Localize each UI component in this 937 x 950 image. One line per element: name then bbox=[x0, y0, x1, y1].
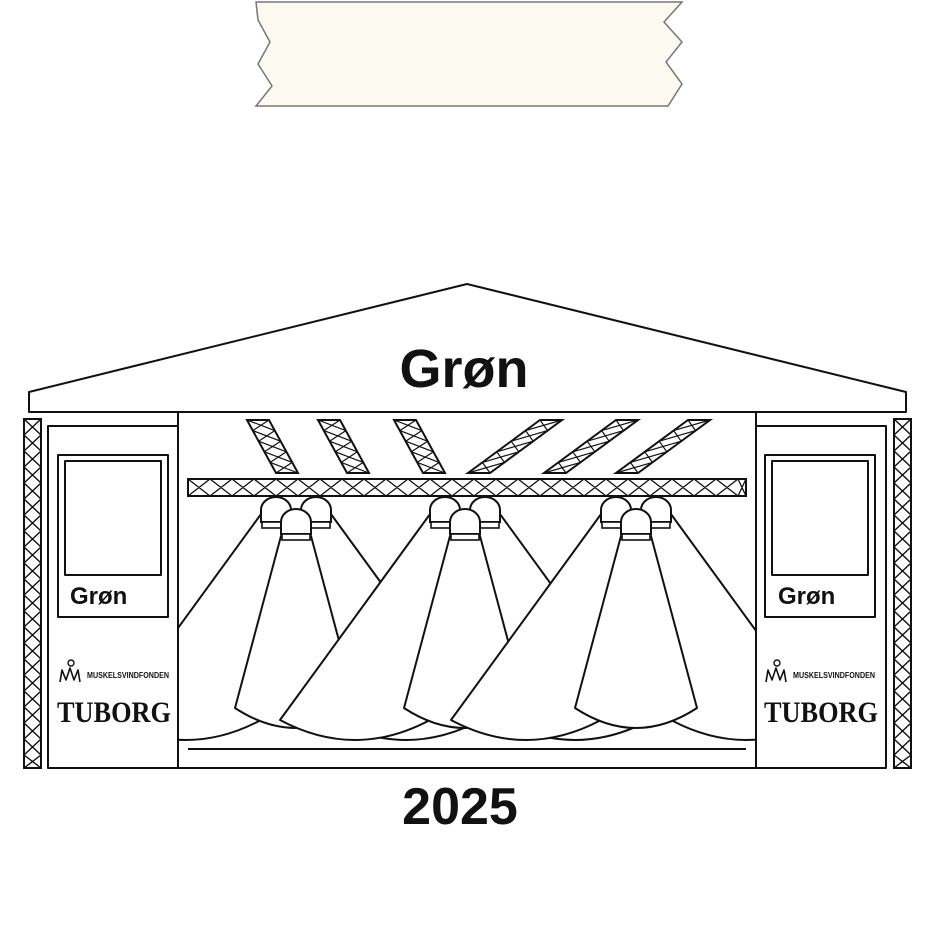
year-label: 2025 bbox=[402, 778, 518, 836]
stage-light-icon bbox=[280, 508, 312, 535]
truss-diagonal-bracing bbox=[317, 419, 370, 474]
right-lattice-tower bbox=[893, 418, 912, 769]
light-lens bbox=[621, 533, 651, 541]
stage-roof bbox=[28, 283, 907, 413]
right-sponsor-big: TUBORG bbox=[764, 696, 878, 729]
truss-diagonal-bracing bbox=[543, 419, 639, 474]
right-tower: Grøn MUSKELSVINDFONDEN TUBORG bbox=[755, 425, 887, 769]
stage-lights bbox=[110, 496, 822, 741]
stage-light-icon bbox=[449, 508, 481, 535]
truss-bracing bbox=[187, 478, 747, 497]
left-screen bbox=[64, 460, 162, 576]
lattice-bracing bbox=[23, 418, 42, 769]
left-screen-label: Grøn bbox=[70, 583, 127, 610]
truss-diagonal-bracing bbox=[393, 419, 446, 474]
right-screen bbox=[771, 460, 869, 576]
left-lattice-tower bbox=[23, 418, 42, 769]
truss-frame bbox=[187, 478, 747, 497]
right-sponsor-small: MUSKELSVINDFONDEN bbox=[793, 670, 875, 680]
light-beam-center bbox=[574, 535, 698, 729]
muskelsvindfonden-logo-icon bbox=[59, 659, 81, 683]
right-screen-label: Grøn bbox=[778, 583, 835, 610]
truss-diagonal-bracing bbox=[467, 419, 563, 474]
lattice-frame bbox=[893, 418, 912, 769]
light-lens bbox=[281, 533, 311, 541]
roof-title: Grøn bbox=[400, 339, 529, 399]
truss-diagonal-bracing bbox=[246, 419, 299, 474]
left-tower: Grøn MUSKELSVINDFONDEN TUBORG bbox=[47, 425, 179, 769]
truss-diagonal-bracing bbox=[615, 419, 711, 474]
lattice-frame bbox=[23, 418, 42, 769]
left-sponsor-small: MUSKELSVINDFONDEN bbox=[87, 670, 169, 680]
left-sponsor-big: TUBORG bbox=[57, 696, 171, 729]
horizontal-truss bbox=[187, 478, 747, 497]
lattice-bracing bbox=[893, 418, 912, 769]
diagonal-trusses bbox=[245, 419, 714, 474]
stage-light-icon bbox=[620, 508, 652, 535]
light-lens bbox=[450, 533, 480, 541]
muskelsvindfonden-logo-icon bbox=[765, 659, 787, 683]
masking-tape bbox=[254, 1, 684, 107]
